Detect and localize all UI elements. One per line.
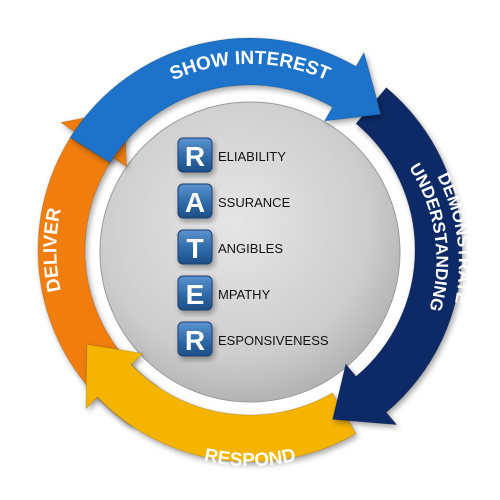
respond-arrow: [85, 343, 357, 463]
rater-item-assurance: A SSURANCE: [177, 183, 291, 219]
center-disc: [99, 101, 401, 403]
tile-letter: R: [185, 325, 205, 356]
letter-tile: [177, 183, 213, 219]
cycle-arrows: [37, 37, 463, 463]
item-rest-text: ANGIBLES: [218, 241, 283, 256]
item-rest-text: SSURANCE: [218, 195, 291, 210]
deliver-arrow: [37, 109, 159, 427]
letter-tile: [177, 137, 213, 173]
letter-tile: [177, 229, 213, 265]
rater-list: R ELIABILITY A SSURANCE T ANGIBLES E MPA…: [177, 137, 329, 357]
show-interest-arrow: [69, 37, 382, 164]
tile-letter: E: [186, 279, 205, 310]
tile-letter: R: [185, 141, 205, 172]
item-rest-text: MPATHY: [218, 287, 271, 302]
rater-item-tangibles: T ANGIBLES: [177, 229, 283, 265]
rater-item-empathy: E MPATHY: [177, 275, 271, 311]
rater-item-responsiveness: R ESPONSIVENESS: [177, 321, 329, 357]
rater-item-reliability: R ELIABILITY: [177, 137, 286, 173]
tile-letter: A: [185, 187, 205, 218]
demonstrate-understanding-arrow: [332, 86, 463, 426]
tile-letter: T: [186, 233, 203, 264]
item-rest-text: ELIABILITY: [218, 149, 286, 164]
item-rest-text: ESPONSIVENESS: [218, 333, 329, 348]
letter-tile: [177, 321, 213, 357]
letter-tile: [177, 275, 213, 311]
